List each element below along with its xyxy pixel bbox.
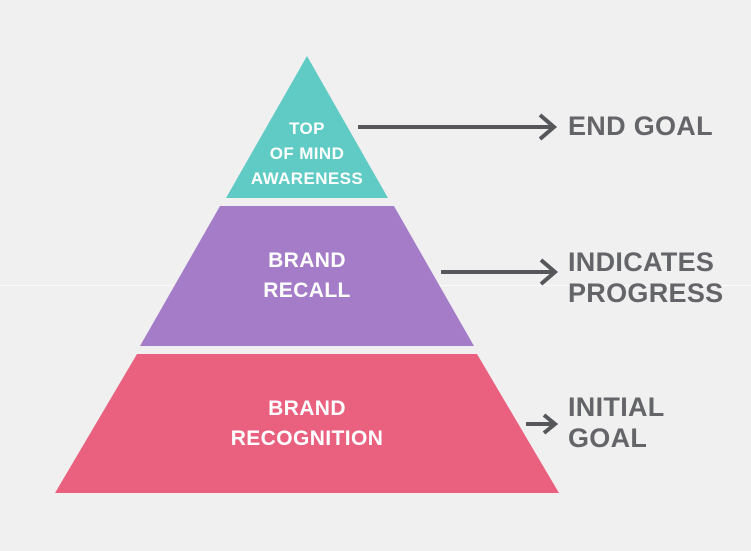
annotation-line: END GOAL <box>568 111 713 141</box>
tier-label-line: BRAND <box>268 396 346 420</box>
tier-label-line: TOP <box>289 119 325 138</box>
pyramid-tier-brand-recall: BRAND RECALL <box>140 206 474 346</box>
tier-label-line: AWARENESS <box>250 169 364 188</box>
annotation-initial-goal: INITIAL GOAL <box>568 392 665 454</box>
annotation-line: INITIAL <box>568 392 665 422</box>
tier-label-line: RECALL <box>263 279 351 302</box>
tier-label-line: RECOGNITION <box>230 426 384 450</box>
tier-label-brand-recognition: BRAND RECOGNITION <box>231 394 384 454</box>
arrow-right-icon <box>358 113 558 141</box>
arrow-right-icon <box>441 258 559 286</box>
tier-label-top-of-mind-awareness: TOP OF MIND AWARENESS <box>251 116 363 191</box>
tier-label-line: OF MIND <box>269 144 345 163</box>
tier-label-brand-recall: BRAND RECALL <box>263 246 351 306</box>
annotation-line: GOAL <box>568 423 648 453</box>
annotation-end-goal: END GOAL <box>568 111 713 142</box>
pyramid-tier-brand-recognition: BRAND RECOGNITION <box>55 354 559 493</box>
annotation-indicates-progress: INDICATES PROGRESS <box>568 247 723 309</box>
tier-label-line: BRAND <box>268 249 346 272</box>
annotation-line: PROGRESS <box>568 278 724 308</box>
annotation-line: INDICATES <box>568 247 715 277</box>
arrow-right-icon <box>526 413 559 435</box>
